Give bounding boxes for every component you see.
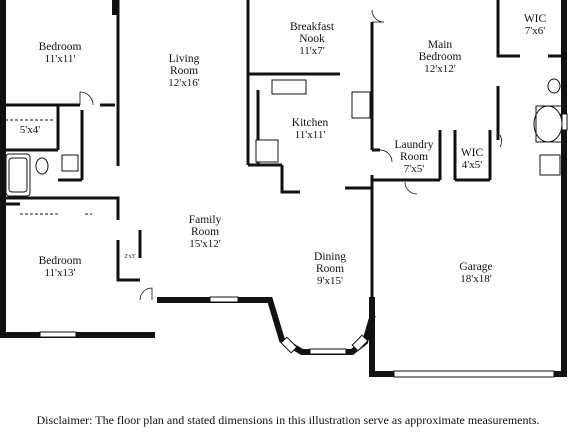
bedroom-nw-name: Bedroom (39, 41, 82, 53)
laundry-name2: Room (400, 151, 428, 163)
closet-nw-dims: 5'x4' (20, 124, 40, 136)
laundry-dims: 7'x5' (404, 163, 424, 175)
room-labels: Bedroom 11'x11' 5'x4' Living Room 12'x16… (20, 13, 547, 287)
family-dims: 15'x12' (189, 238, 220, 250)
wic-ne-name: WIC (524, 13, 547, 25)
windows (39, 113, 568, 378)
family-name: Family (189, 214, 222, 226)
breakfast-name2: Nook (299, 33, 325, 45)
living-name2: Room (170, 65, 198, 77)
family-name2: Room (191, 226, 219, 238)
disclaimer: Disclaimer: The floor plan and stated di… (36, 413, 540, 427)
main-bedroom-name2: Bedroom (419, 51, 462, 63)
dining-name: Dining (314, 251, 346, 263)
laundry-name: Laundry (395, 139, 434, 151)
kitchen-name: Kitchen (292, 117, 329, 129)
breakfast-dims: 11'x7' (299, 45, 325, 57)
main-bedroom-dims: 12'x12' (424, 63, 455, 75)
wic-mid-name: WIC (461, 147, 484, 159)
hall-closet-dims: 2'x3' (124, 254, 135, 260)
dining-dims: 9'x15' (317, 275, 343, 287)
fixtures (5, 78, 563, 215)
garage-name: Garage (459, 261, 492, 273)
wic-mid-dims: 4'x5' (462, 159, 482, 171)
breakfast-name: Breakfast (290, 21, 335, 33)
bedroom-sw-dims: 11'x13' (44, 267, 75, 279)
bedroom-nw-dims: 11'x11' (45, 53, 76, 65)
main-bedroom-name: Main (428, 39, 453, 51)
living-name: Living (169, 53, 200, 65)
wic-ne-dims: 7'x6' (525, 25, 545, 37)
garage-dims: 18'x18' (460, 273, 491, 285)
interior-walls (3, 0, 564, 300)
dining-name2: Room (316, 263, 344, 275)
doors (79, 9, 502, 301)
living-dims: 12'x16' (168, 77, 199, 89)
kitchen-dims: 11'x11' (295, 129, 326, 141)
bedroom-sw-name: Bedroom (39, 255, 82, 267)
